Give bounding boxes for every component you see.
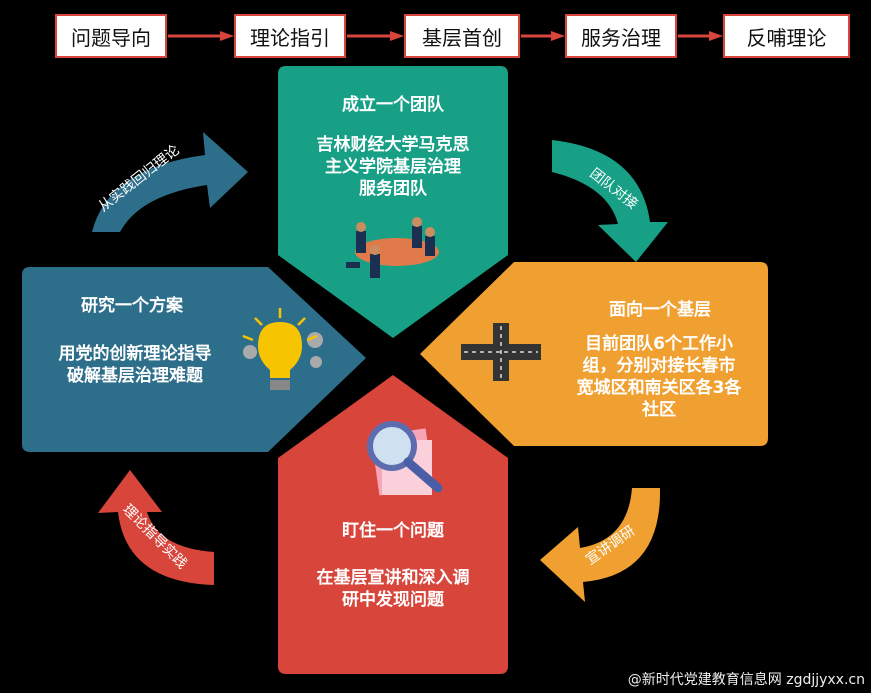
arrow-top-right [552,140,668,262]
team-body-line: 吉林财经大学马克思 [316,135,470,155]
flow-step-2: 理论指引 [234,14,346,58]
problem-panel [278,375,508,674]
grassroots-title: 面向一个基层 [609,300,711,320]
plan-title: 研究一个方案 [81,296,183,316]
plan-body-line: 用党的创新理论指导 [58,344,212,364]
flow-step-3: 基层首创 [404,14,520,58]
team-title: 成立一个团队 [342,95,444,115]
flow-arrow-4 [678,31,723,41]
flow-arrow-1 [168,31,234,41]
plan-body-line: 破解基层治理难题 [67,366,203,386]
flow-step-5: 反哺理论 [723,14,850,58]
lightbulb-icon [242,308,323,390]
team-body: 吉林财经大学马克思 主义学院基层治理 服务团队 [288,134,498,200]
team-panel [278,66,508,338]
problem-body: 在基层宣讲和深入调 研中发现问题 [288,567,498,611]
grassroots-body-line: 目前团队6个工作小 [585,334,733,354]
problem-body-line: 研中发现问题 [342,590,444,610]
magnifier-icon [367,421,443,496]
grassroots-body: 目前团队6个工作小 组，分别对接长春市 宽城区和南关区各3各 社区 [548,333,770,421]
grassroots-body-line: 组，分别对接长春市 [582,356,736,376]
arrow-top-left [92,132,248,232]
meeting-icon [346,217,439,278]
crossroad-icon [461,323,541,381]
arrow-bottom-left [98,470,214,585]
flow-step-4: 服务治理 [565,14,677,58]
arrow-bottom-right [540,488,661,602]
flow-arrow-2 [347,31,404,41]
team-body-line: 主义学院基层治理 [325,157,461,177]
grassroots-body-line: 宽城区和南关区各3各 [576,378,742,398]
team-body-line: 服务团队 [359,179,427,199]
grassroots-panel [420,262,768,446]
plan-body: 用党的创新理论指导 破解基层治理难题 [30,343,240,387]
flow-step-1: 问题导向 [55,14,167,58]
problem-body-line: 在基层宣讲和深入调 [316,568,470,588]
grassroots-body-line: 社区 [642,400,676,420]
watermark-credit: @新时代党建教育信息网 zgdjjyxx.cn [627,672,865,688]
problem-title: 盯住一个问题 [342,521,444,541]
flow-arrow-3 [521,31,565,41]
